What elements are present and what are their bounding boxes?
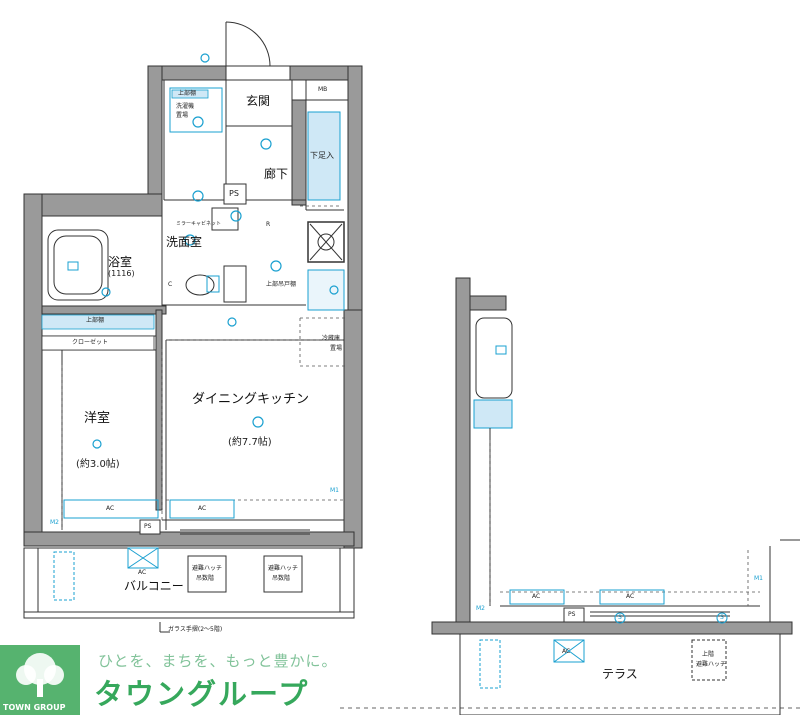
label-r-mark: R xyxy=(266,221,271,228)
label-ac-6: AC xyxy=(562,648,571,655)
room-yoshitsu-size: (約3.0帖) xyxy=(76,459,120,470)
label-ac-1: AC xyxy=(106,505,115,512)
label-fridge-2: 置場 xyxy=(330,345,343,352)
label-ac-3: AC xyxy=(138,569,147,576)
room-closet: クローゼット xyxy=(72,339,109,346)
label-fridge-1: 冷蔵庫 xyxy=(322,335,341,342)
label-c-mark: C xyxy=(168,281,173,288)
fixture-circles xyxy=(92,53,282,449)
ac-units-right xyxy=(509,589,665,605)
closet-upper-shelf xyxy=(41,314,155,330)
kitchen-sink xyxy=(307,269,345,311)
tree-icon xyxy=(16,653,64,697)
room-balcony: バルコニー xyxy=(124,579,184,593)
label-s-mark-1: S xyxy=(618,614,622,621)
shoe-storage xyxy=(307,111,341,201)
label-ac-4: AC xyxy=(532,593,541,600)
outdoor-ac xyxy=(127,547,159,569)
label-hatch-2b: 吊数階 xyxy=(272,575,291,582)
room-ps-upper: PS xyxy=(229,189,239,198)
label-m2-mark: M2 xyxy=(50,519,59,526)
label-mirror-cabinet: ミラーキャビネット xyxy=(176,221,222,227)
bathtub xyxy=(47,229,109,301)
town-group-logo-mark xyxy=(0,645,80,715)
room-mb: MB xyxy=(318,86,328,93)
label-hatch-3b: 避難ハッチ xyxy=(696,661,727,668)
label-m2-mark-right: M2 xyxy=(476,605,485,612)
right-unit-dashes xyxy=(489,440,760,606)
terrace xyxy=(459,633,781,715)
entrance-door xyxy=(225,21,290,67)
label-upper-shelf-1: 上部棚 xyxy=(178,90,197,97)
logo-tagline: ひとを、まちを、もっと豊かに。 xyxy=(98,652,338,670)
label-upper-cabinet: 上部吊戸棚 xyxy=(266,281,297,288)
label-hatch-2a: 避難ハッチ xyxy=(268,565,299,572)
stove xyxy=(307,221,345,263)
logo-box-text: TOWN GROUP xyxy=(3,703,66,712)
room-ps-right: PS xyxy=(568,611,576,618)
label-m1-mark-right: M1 xyxy=(754,575,763,582)
shower-icon xyxy=(101,287,111,297)
room-dk: ダイニングキッチン xyxy=(192,392,310,407)
label-s-mark-2: S xyxy=(720,614,724,621)
label-hatch-1b: 吊数階 xyxy=(196,575,215,582)
room-rouka: 廊下 xyxy=(264,167,289,181)
balcony xyxy=(23,547,355,619)
room-geta: 下足入 xyxy=(310,151,334,160)
genkan-floor xyxy=(225,79,293,127)
ac-units-left xyxy=(63,499,235,519)
left-unit-walls xyxy=(23,65,363,549)
label-upper-shelf-2: 上部棚 xyxy=(86,317,105,324)
basin-icon xyxy=(185,274,215,296)
room-ps-lower: PS xyxy=(144,523,152,530)
washbasin xyxy=(211,207,239,231)
label-washer-1: 洗濯機 xyxy=(176,103,195,110)
room-senmen: 洗面室 xyxy=(166,235,203,249)
label-glass-rail: ガラス手摺(2〜5階) xyxy=(168,626,223,633)
escape-hatch-1 xyxy=(187,555,227,593)
label-hatch-3a: 上階 xyxy=(702,651,715,658)
label-washer-2: 置場 xyxy=(176,112,189,119)
upper-shelf-washer xyxy=(171,89,209,99)
balcony-drain xyxy=(53,551,75,601)
room-yoshitsu: 洋室 xyxy=(84,411,111,426)
label-ac-2: AC xyxy=(198,505,207,512)
label-ac-5: AC xyxy=(626,593,635,600)
right-unit-lines xyxy=(473,317,800,622)
bath-control-icon xyxy=(67,261,79,271)
closet-rail xyxy=(41,335,155,351)
logo-name: タウングループ xyxy=(94,677,310,711)
washer-drain-icon xyxy=(192,116,204,128)
escape-hatch-2 xyxy=(263,555,303,593)
washer-area xyxy=(169,87,223,133)
label-m1-mark: M1 xyxy=(330,487,339,494)
dashed-outlines xyxy=(61,205,346,530)
ps-lower-box xyxy=(139,519,161,535)
ps-right-box xyxy=(563,607,585,623)
right-unit-walls xyxy=(431,277,793,635)
mb-box xyxy=(305,79,349,101)
room-yokushitsu: 浴室 xyxy=(108,255,133,269)
room-dk-size: (約7.7帖) xyxy=(228,437,272,448)
room-terrace: テラス xyxy=(602,667,638,681)
room-yokushitsu-size: (1116) xyxy=(108,269,135,278)
escape-hatch-3 xyxy=(691,639,727,681)
label-hatch-1a: 避難ハッチ xyxy=(192,565,223,572)
balcony-window xyxy=(180,529,310,535)
toilet-box xyxy=(223,265,247,303)
ps-upper-box xyxy=(223,183,247,205)
room-genkan: 玄関 xyxy=(246,94,271,108)
